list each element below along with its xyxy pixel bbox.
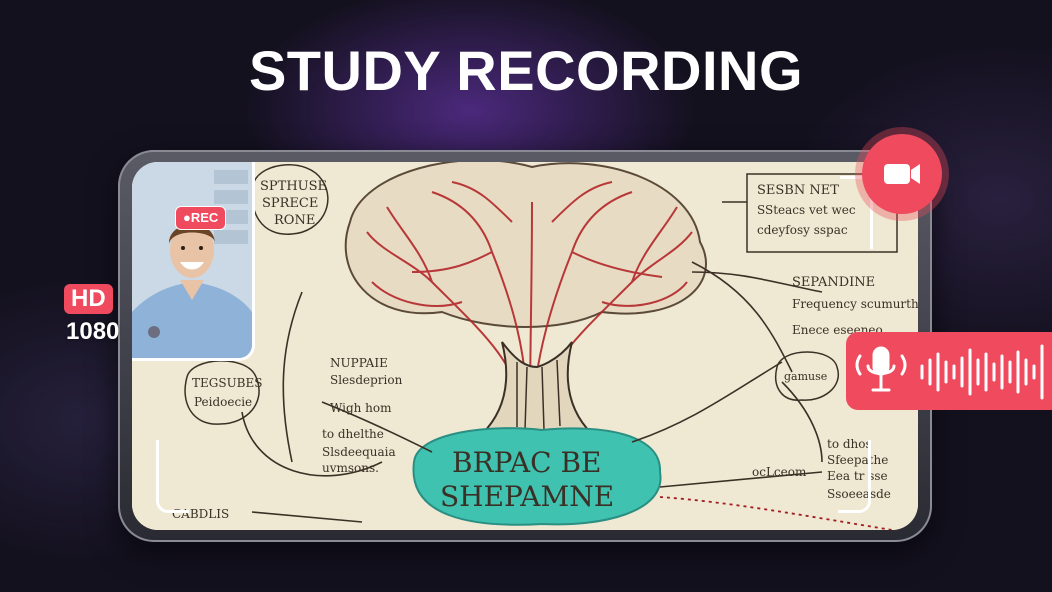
top-right-note-line2: SSteacs vet wec bbox=[757, 203, 856, 217]
left-mid-note-line1: NUPPAIE bbox=[330, 356, 388, 370]
hd-badge: HD bbox=[64, 284, 113, 314]
viewfinder-corner-bl bbox=[156, 440, 189, 513]
audio-recording-panel[interactable] bbox=[846, 332, 1052, 410]
video-record-button[interactable] bbox=[862, 134, 942, 214]
left-mid-note-line6: uvmsons. bbox=[322, 461, 379, 475]
bottom-right-note-line4: ocLceom bbox=[752, 465, 807, 479]
rec-dot-icon: ● bbox=[183, 210, 191, 225]
recording-screen: BRPAC BE SHEPAMNE SPTHUSE SPRECE RONE bbox=[132, 162, 918, 530]
right-note-line1: SEPANDINE bbox=[792, 275, 875, 290]
page-title: STUDY RECORDING bbox=[248, 39, 804, 102]
left-mid-note-line5: Slsdeequaia bbox=[322, 445, 396, 459]
viewfinder-corner-tr bbox=[840, 176, 873, 249]
top-right-note-line1: SESBN NET bbox=[757, 183, 839, 198]
bottom-right-note-line3: Eea tr sse bbox=[827, 469, 888, 483]
mindmap-sketch: BRPAC BE SHEPAMNE SPTHUSE SPRECE RONE bbox=[132, 162, 918, 530]
rec-label: REC bbox=[190, 210, 219, 225]
video-camera-icon bbox=[884, 164, 920, 184]
microphone-icon bbox=[855, 346, 907, 392]
right-note-line2: Frequency scumurthe bbox=[792, 297, 918, 311]
quality-indicator: HD 1080 bbox=[36, 280, 186, 380]
presenter-video bbox=[132, 162, 252, 358]
viewfinder-corner-br bbox=[838, 440, 871, 513]
audio-visual bbox=[855, 344, 1044, 400]
camera-preview[interactable]: ●REC bbox=[132, 162, 255, 361]
rec-badge: ●REC bbox=[175, 206, 227, 230]
top-right-note-line3: cdeyfosy sspac bbox=[757, 223, 848, 237]
left-mid-note-line4: to dhelthe bbox=[322, 427, 384, 441]
center-line2: SHEPAMNE bbox=[440, 480, 614, 513]
top-left-note-line2: SPRECE bbox=[262, 196, 318, 211]
left-bubble-line1: TEGSUBES bbox=[192, 376, 262, 390]
phone-frame: BRPAC BE SHEPAMNE SPTHUSE SPRECE RONE bbox=[118, 150, 932, 542]
left-bubble-line2: Peidoecie bbox=[194, 395, 252, 409]
top-left-note-line1: SPTHUSE bbox=[260, 179, 327, 194]
bottom-right-note-line5: Ssoeeasde bbox=[827, 487, 891, 501]
resolution-label: 1080 bbox=[66, 318, 120, 345]
center-line1: BRPAC BE bbox=[452, 446, 602, 479]
left-mid-note-line2: Slesdeprion bbox=[330, 373, 403, 387]
left-mid-note-line3: Wigh hom bbox=[330, 401, 392, 415]
right-bubble-text: gamuse bbox=[784, 370, 827, 383]
audio-waveform-icon bbox=[920, 344, 1044, 400]
bottom-right-note-line2: Sfeepathe bbox=[827, 453, 888, 467]
top-left-note-line3: RONE bbox=[274, 213, 315, 228]
